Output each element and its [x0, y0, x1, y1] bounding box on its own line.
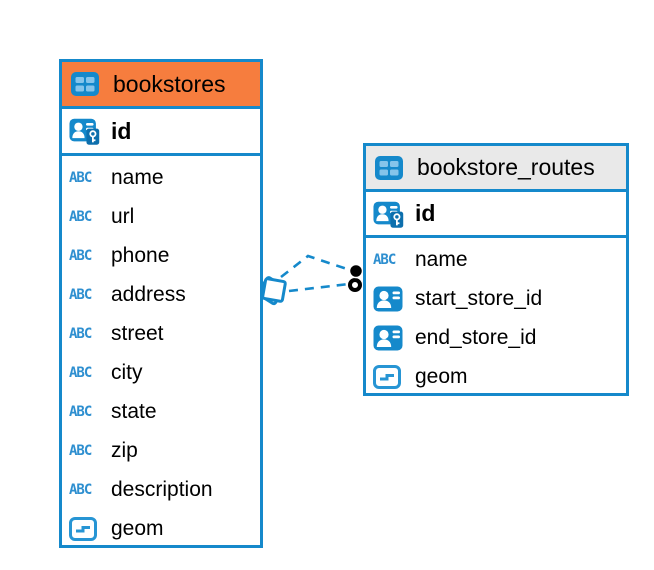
entity-header-bookstore-routes[interactable]: bookstore_routes: [366, 146, 626, 192]
column-name: end_store_id: [415, 326, 537, 349]
connector-dot-marker: [348, 263, 364, 279]
column-name: description: [111, 478, 213, 501]
column-name: start_store_id: [415, 287, 543, 310]
column-row-pk[interactable]: id: [62, 109, 260, 156]
entity-bookstores[interactable]: bookstores id ABC name ABC url: [59, 59, 263, 548]
table-title: bookstores: [113, 70, 226, 97]
text-type-icon: ABC: [69, 442, 92, 459]
text-type-icon: ABC: [373, 251, 396, 268]
text-type-icon: ABC: [69, 169, 92, 186]
table-icon: [374, 155, 408, 181]
column-name: name: [111, 166, 164, 189]
foreign-key-person-icon: [373, 286, 407, 312]
text-type-icon: ABC: [69, 364, 92, 381]
column-row[interactable]: start_store_id: [366, 279, 626, 318]
column-name: geom: [111, 517, 164, 540]
primary-key-icon: [69, 116, 103, 146]
relationship-line-upper: [280, 254, 351, 279]
geometry-type-icon: [69, 516, 103, 541]
column-row[interactable]: ABC city: [62, 353, 260, 392]
column-list: ABC name ABC url ABC phone ABC address A…: [62, 156, 260, 548]
relationship-line-lower: [288, 282, 350, 293]
column-row[interactable]: ABC state: [62, 392, 260, 431]
entity-bookstore-routes[interactable]: bookstore_routes id ABC name: [363, 143, 629, 396]
column-name: address: [111, 283, 186, 306]
foreign-key-person-icon: [373, 325, 407, 351]
column-name: street: [111, 322, 164, 345]
column-row[interactable]: end_store_id: [366, 318, 626, 357]
column-name: name: [415, 248, 468, 271]
relationship-line-group: [280, 254, 351, 293]
column-row-pk[interactable]: id: [366, 192, 626, 238]
column-row[interactable]: ABC phone: [62, 236, 260, 275]
connector-ring-marker: [348, 278, 362, 292]
column-row[interactable]: geom: [62, 509, 260, 548]
text-type-icon: ABC: [69, 481, 92, 498]
text-type-icon: ABC: [69, 325, 92, 342]
text-type-icon: ABC: [69, 247, 92, 264]
column-name: state: [111, 400, 157, 423]
column-name: id: [415, 200, 436, 226]
entity-header-bookstores[interactable]: bookstores: [62, 62, 260, 109]
column-row[interactable]: ABC street: [62, 314, 260, 353]
geometry-type-icon: [373, 364, 407, 389]
column-row[interactable]: ABC name: [62, 158, 260, 197]
column-row[interactable]: ABC name: [366, 240, 626, 279]
column-name: id: [111, 117, 132, 144]
column-name: city: [111, 361, 143, 384]
column-row[interactable]: ABC address: [62, 275, 260, 314]
text-type-icon: ABC: [69, 403, 92, 420]
column-name: url: [111, 205, 135, 228]
column-name: geom: [415, 365, 468, 388]
table-title: bookstore_routes: [417, 154, 595, 180]
column-row[interactable]: geom: [366, 357, 626, 396]
column-row[interactable]: ABC description: [62, 470, 260, 509]
column-name: zip: [111, 439, 138, 462]
column-name: phone: [111, 244, 170, 267]
table-icon: [70, 71, 104, 97]
text-type-icon: ABC: [69, 208, 92, 225]
column-row[interactable]: ABC zip: [62, 431, 260, 470]
text-type-icon: ABC: [69, 286, 92, 303]
column-list: ABC name start_store_id: [366, 238, 626, 396]
column-row[interactable]: ABC url: [62, 197, 260, 236]
primary-key-icon: [373, 199, 407, 229]
